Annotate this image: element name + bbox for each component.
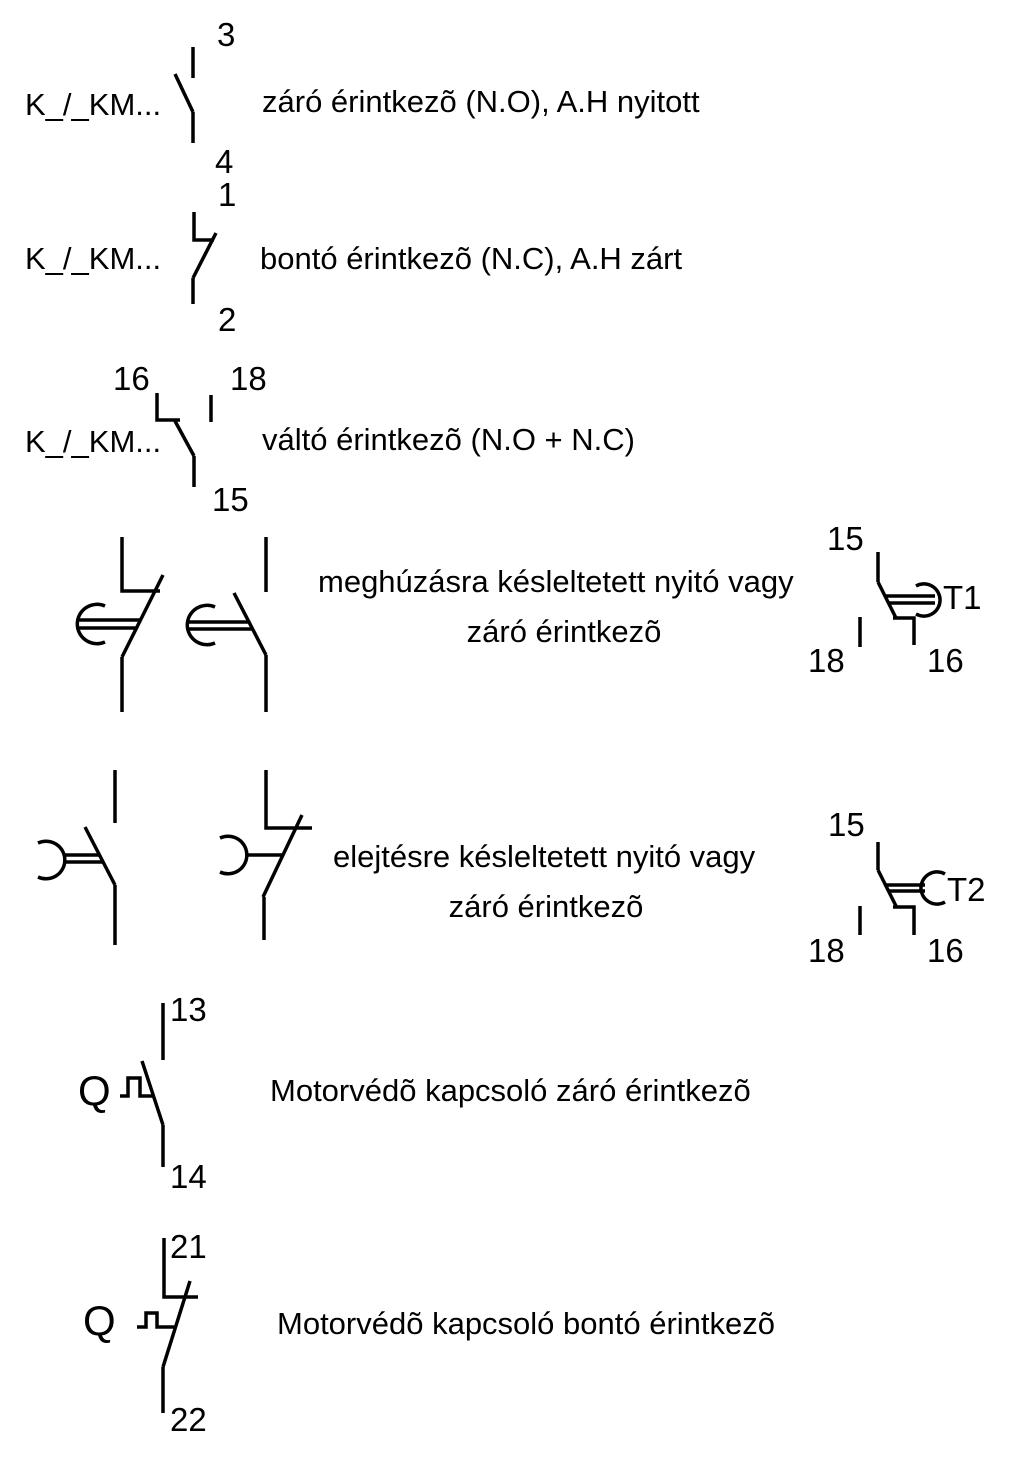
contact-top-lead (264, 770, 312, 830)
row-caption: váltó érintkezõ (N.O + N.C) (262, 422, 635, 457)
delay-link-lines (189, 620, 252, 631)
off-delay-no-contact-symbol (37, 770, 117, 945)
no-contact-symbol (173, 47, 195, 143)
terminal-top-left-label: 16 (113, 360, 150, 397)
row-caption-line2: záró érintkezõ (466, 614, 662, 649)
delay-arc (37, 839, 67, 881)
motor-protect-nc-contact-symbol (137, 1238, 198, 1413)
contact-arm (173, 420, 196, 457)
off-delay-nc-contact-symbol (219, 770, 312, 940)
timer-terminal-top-label: 15 (828, 806, 865, 843)
terminal-bottom-label: 2 (218, 301, 237, 338)
device-label: K_/_KM... (25, 424, 162, 459)
contact-arm (120, 574, 165, 658)
row-caption-line2: záró érintkezõ (448, 889, 644, 924)
row-caption: Motorvédõ kapcsoló bontó érintkezõ (277, 1306, 776, 1341)
row-caption-line1: elejtésre késleltetett nyitó vagy (333, 839, 756, 874)
row-caption-line1: meghúzásra késleltetett nyitó vagy (318, 564, 794, 599)
terminal-top-right-label: 18 (230, 360, 267, 397)
timer-terminal-top-label: 15 (827, 520, 864, 557)
delay-arc (915, 582, 942, 618)
contact-arm (876, 581, 898, 619)
contact-arm (173, 73, 195, 113)
contact-arm (876, 869, 898, 907)
changeover-contact-symbol (155, 393, 213, 487)
delay-link-lines (79, 618, 140, 630)
delay-arc (75, 602, 106, 646)
timer-t2-contact-symbol (858, 842, 946, 935)
on-delay-nc-contact-symbol (75, 537, 165, 712)
contact-top-lead (192, 212, 214, 242)
trip-pulse-glyph (137, 1311, 174, 1329)
delay-link-lines (886, 883, 925, 893)
terminal-bottom-label: 14 (170, 1158, 207, 1195)
terminal-top-label: 13 (170, 991, 207, 1028)
terminal-bottom-label: 15 (212, 481, 249, 518)
trip-pulse-glyph (120, 1076, 153, 1098)
device-label: Q (78, 1067, 111, 1114)
timer-label: T2 (947, 871, 986, 908)
terminal-bottom-label: 22 (170, 1401, 207, 1438)
delay-arc (185, 603, 216, 647)
terminal-bottom-label: 4 (215, 143, 234, 180)
device-label: K_/_KM... (25, 87, 162, 122)
timer-terminal-bottom-right-label: 16 (927, 932, 964, 969)
contact-nc-lead (893, 905, 916, 935)
device-label: K_/_KM... (25, 241, 162, 276)
nc-contact-symbol (191, 212, 218, 304)
timer-label: T1 (943, 579, 982, 616)
timer-terminal-bottom-left-label: 18 (808, 932, 845, 969)
delay-link-lines (63, 853, 104, 864)
terminal-top-label: 1 (218, 176, 237, 213)
row-caption: bontó érintkezõ (N.C), A.H zárt (260, 241, 683, 276)
contact-arm (161, 1280, 192, 1368)
delay-link-lines (884, 594, 935, 605)
contact-arm (140, 1060, 165, 1126)
on-delay-no-contact-symbol (185, 537, 268, 712)
contact-top-lead (120, 537, 160, 593)
motor-protect-no-contact-symbol (120, 1003, 165, 1167)
contact-nc-lead (155, 393, 180, 422)
contact-arm (232, 592, 268, 656)
row-caption: Motorvédõ kapcsoló záró érintkezõ (270, 1073, 751, 1108)
timer-terminal-bottom-left-label: 18 (808, 642, 845, 679)
timer-terminal-bottom-right-label: 16 (927, 642, 964, 679)
device-label: Q (83, 1297, 116, 1344)
timer-t1-contact-symbol (858, 552, 942, 647)
terminal-top-label: 3 (217, 16, 236, 53)
delay-arc (919, 870, 946, 906)
row-caption: záró érintkezõ (N.O), A.H nyitott (262, 84, 700, 119)
delay-arc (219, 834, 249, 876)
contact-arm (191, 232, 218, 279)
terminal-top-label: 21 (170, 1228, 207, 1265)
contact-nc-lead (893, 616, 916, 645)
